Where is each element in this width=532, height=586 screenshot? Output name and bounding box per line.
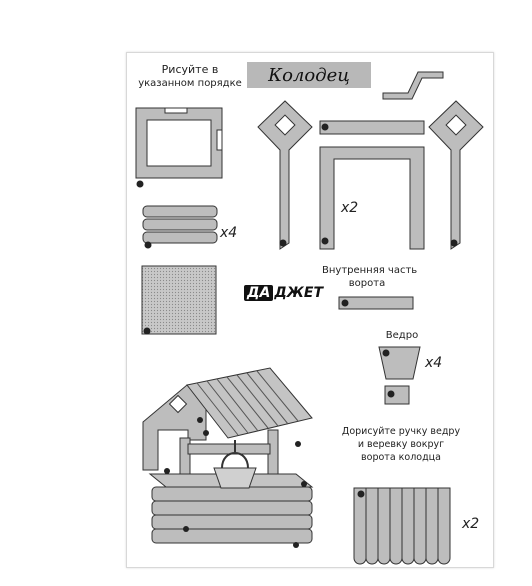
well-illustration [142,367,314,544]
right-post-window [445,114,467,136]
inner-gate-label-2: ворота [348,278,386,289]
bucket-label: Ведро [385,330,419,341]
order-dot [321,237,329,245]
order-dot [197,417,203,423]
order-dot [295,441,301,447]
order-dot [357,490,365,498]
order-dot [143,327,151,335]
crank-part [382,71,444,100]
roof-shingles [353,487,451,565]
left-post [257,100,313,250]
arch-part [319,146,425,250]
slat-part-1 [142,205,218,218]
instruction-line-2: указанном порядке [138,78,242,89]
order-dot [183,526,189,532]
top-bar [319,120,425,135]
order-dot [279,239,287,247]
order-dot [450,239,458,247]
order-dot [293,542,299,548]
frame-notch-top [164,107,188,114]
finish-instruction-1: Дорисуйте ручку ведру [341,426,461,437]
slat-part-3 [142,231,218,244]
finish-instruction-2: и веревку вокруг [357,439,445,450]
brand-logo-part-b: ДЖЕТ [274,285,324,301]
multiplier-bucket: x4 [425,355,443,371]
order-dot [382,349,390,357]
slat-part-2 [142,218,218,231]
frame-part [135,107,223,179]
order-dot [321,123,329,131]
order-dot [164,468,170,474]
finish-instruction-3: ворота колодца [361,452,441,463]
base-plate [141,265,217,335]
frame-notch-right [216,129,223,151]
order-dot [144,241,152,249]
order-dot [136,180,144,188]
order-dot [341,299,349,307]
order-dot [203,430,209,436]
brand-logo-part-a: ДА [244,285,274,301]
order-dot [301,481,307,487]
page-title: Колодец [268,64,350,86]
inner-gate-label-1: Внутренняя часть [322,265,418,276]
brand-logo: ДА ДЖЕТ [244,285,323,301]
title-plate: Колодец [247,62,371,88]
bucket-part [378,346,421,380]
multiplier-slats: x4 [220,225,238,241]
inner-gate-bar [338,296,414,310]
right-post [428,100,484,250]
instruction-line-1: Рисуйте в [161,63,219,76]
left-post-window [274,114,296,136]
multiplier-roof: x2 [462,516,480,532]
multiplier-posts: x2 [341,200,359,216]
order-dot [387,390,395,398]
